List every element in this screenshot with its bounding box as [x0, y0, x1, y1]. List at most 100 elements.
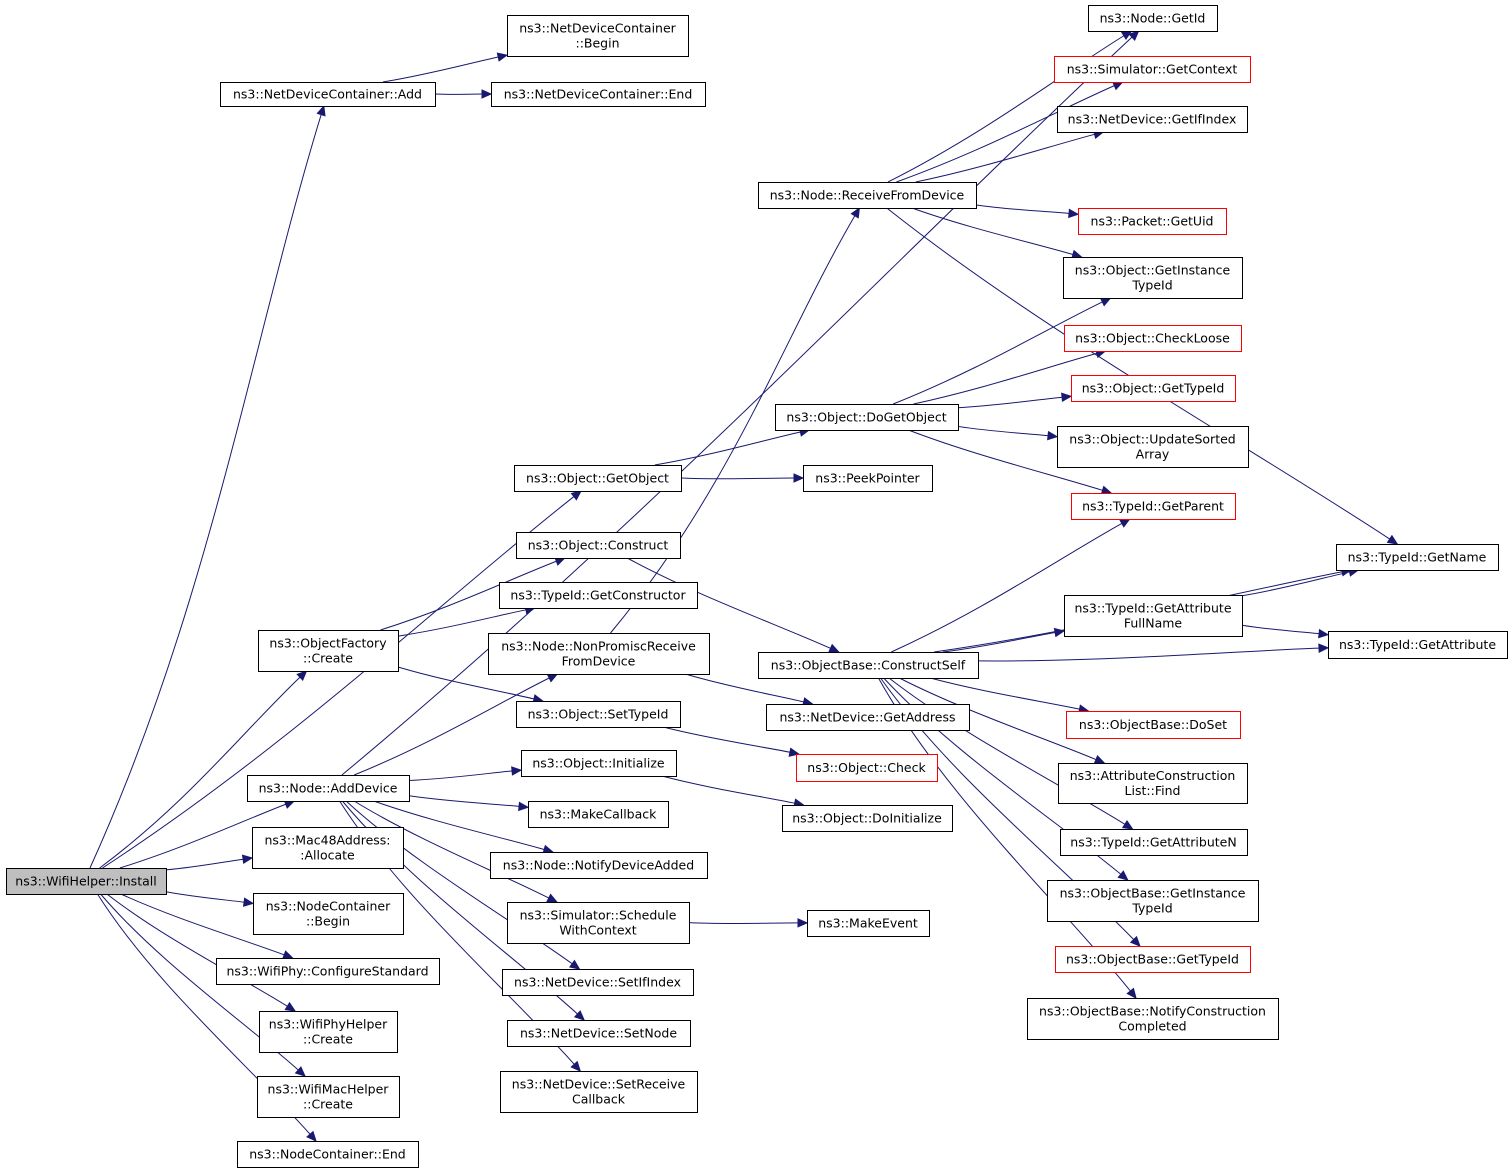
edge-obj_getobject-to-obj_dogetobject — [654, 431, 801, 466]
node-nd_getifindex[interactable]: ns3::NetDevice::GetIfIndex — [1057, 106, 1248, 133]
edge-objbase_constructself-to-tid_getattrfull — [942, 632, 1056, 653]
node-wifiphy_configstd[interactable]: ns3::WifiPhy::ConfigureStandard — [216, 958, 440, 985]
node-label-wifiphyhelper_create-1: ::Create — [303, 1032, 353, 1047]
node-makeevent[interactable]: ns3::MakeEvent — [807, 910, 930, 937]
node-box-obj_doinitialize — [782, 805, 953, 832]
node-obj_doinitialize[interactable]: ns3::Object::DoInitialize — [782, 805, 953, 832]
node-ndc_add[interactable]: ns3::NetDeviceContainer::Add — [220, 82, 436, 107]
node-wifimachelper_create[interactable]: ns3::WifiMacHelper::Create — [257, 1076, 400, 1118]
node-nd_setnode[interactable]: ns3::NetDevice::SetNode — [507, 1020, 691, 1047]
node-node_notifyadded[interactable]: ns3::Node::NotifyDeviceAdded — [490, 852, 708, 879]
node-nc_begin[interactable]: ns3::NodeContainer::Begin — [253, 893, 404, 935]
node-wifiphyhelper_create[interactable]: ns3::WifiPhyHelper::Create — [259, 1011, 398, 1053]
node-objfactory_create[interactable]: ns3::ObjectFactory::Create — [258, 630, 399, 672]
node-pkt_getuid[interactable]: ns3::Packet::GetUid — [1078, 208, 1227, 235]
edge-root-to-node_adddevice — [119, 803, 286, 869]
node-tid_getname[interactable]: ns3::TypeId::GetName — [1336, 544, 1499, 571]
node-sim_getcontext[interactable]: ns3::Simulator::GetContext — [1054, 56, 1251, 83]
node-obj_initialize[interactable]: ns3::Object::Initialize — [521, 750, 677, 777]
node-label-tid_getname-0: ns3::TypeId::GetName — [1348, 550, 1487, 565]
node-makecallback[interactable]: ns3::MakeCallback — [528, 801, 669, 828]
edge-tid_getattrfull-to-tid_getname — [1241, 571, 1350, 597]
arrowhead-objbase_constructself-to-tid_getattribute — [1318, 643, 1330, 653]
node-layer: ns3::WifiHelper::Install ns3::NetDeviceCo… — [6, 5, 1508, 1168]
node-obj_getobject[interactable]: ns3::Object::GetObject — [514, 465, 682, 492]
node-box-pkt_getuid — [1078, 208, 1227, 235]
node-box-node_notifyadded — [490, 852, 708, 879]
arrowhead-node_nonpromisc-to-node_recv — [850, 206, 861, 219]
node-label-tid_getattrfull-0: ns3::TypeId::GetAttribute — [1074, 601, 1231, 616]
arrowhead-node_adddevice-to-nd_setnode — [573, 1010, 586, 1021]
node-label-obj_settypeid-0: ns3::Object::SetTypeId — [528, 707, 669, 722]
node-node_adddevice[interactable]: ns3::Node::AddDevice — [247, 775, 410, 802]
node-obj_dogetobject[interactable]: ns3::Object::DoGetObject — [775, 404, 959, 431]
node-obj_checkloose[interactable]: ns3::Object::CheckLoose — [1064, 325, 1242, 352]
node-tid_getattribute[interactable]: ns3::TypeId::GetAttribute — [1328, 631, 1508, 659]
edge-layer — [89, 30, 1399, 1142]
node-box-obj_getobject — [514, 465, 682, 492]
node-label-mac48_allocate-1: :Allocate — [300, 848, 355, 863]
node-box-obj_checkloose — [1064, 325, 1242, 352]
edge-root-to-wifiphy_configstd — [120, 893, 285, 956]
node-tid_getattrn[interactable]: ns3::TypeId::GetAttributeN — [1060, 829, 1248, 856]
node-label-obj_getinsttid-1: TypeId — [1131, 278, 1172, 293]
node-objbase_gettypeid[interactable]: ns3::ObjectBase::GetTypeId — [1055, 946, 1251, 973]
node-box-obj_updatesorted — [1057, 426, 1249, 468]
node-label-nd_setifindex-0: ns3::NetDevice::SetIfIndex — [514, 975, 681, 990]
node-label-peekpointer-0: ns3::PeekPointer — [815, 471, 920, 486]
node-label-objbase_doset-0: ns3::ObjectBase::DoSet — [1079, 717, 1227, 732]
node-objbase_notifyconstr[interactable]: ns3::ObjectBase::NotifyConstructionCompl… — [1027, 998, 1279, 1040]
node-label-objbase_gettypeid-0: ns3::ObjectBase::GetTypeId — [1066, 952, 1239, 967]
node-label-objfactory_create-1: ::Create — [303, 651, 353, 666]
node-label-node_nonpromisc-1: FromDevice — [562, 654, 636, 669]
node-objbase_constructself[interactable]: ns3::ObjectBase::ConstructSelf — [758, 652, 979, 679]
edge-node_recv-to-sim_getcontext — [896, 85, 1115, 183]
node-ndc_begin[interactable]: ns3::NetDeviceContainer::Begin — [507, 15, 689, 57]
arrowhead-obj_getobject-to-peekpointer — [793, 473, 805, 483]
node-obj_settypeid[interactable]: ns3::Object::SetTypeId — [516, 701, 681, 728]
node-obj_gettypeid[interactable]: ns3::Object::GetTypeId — [1071, 375, 1236, 402]
node-box-peekpointer — [803, 465, 933, 492]
node-ndc_end[interactable]: ns3::NetDeviceContainer::End — [491, 82, 706, 107]
arrowhead-ndc_add-to-ndc_end — [481, 89, 493, 99]
node-node_recv[interactable]: ns3::Node::ReceiveFromDevice — [758, 182, 977, 209]
arrowhead-node_recv-to-tid_getname — [1386, 534, 1399, 545]
node-tid_getconstructor[interactable]: ns3::TypeId::GetConstructor — [499, 582, 698, 609]
node-box-nd_setrecvcb — [500, 1071, 698, 1113]
edge-root-to-ndc_add — [89, 114, 322, 869]
node-nd_getaddress[interactable]: ns3::NetDevice::GetAddress — [766, 704, 970, 731]
arrowhead-obj_dogetobject-to-obj_updatesorted — [1047, 430, 1059, 441]
node-label-node_adddevice-0: ns3::Node::AddDevice — [259, 781, 398, 796]
node-box-node_recv — [758, 182, 977, 209]
arrowhead-root-to-obj_getobject — [570, 490, 582, 501]
node-label-node_nonpromisc-0: ns3::Node::NonPromiscReceive — [501, 639, 696, 654]
node-obj_construct[interactable]: ns3::Object::Construct — [516, 532, 681, 559]
edge-node_adddevice-to-sim_schedwctx — [353, 800, 550, 899]
node-mac48_allocate[interactable]: ns3::Mac48Address::Allocate — [252, 827, 404, 869]
node-obj_check[interactable]: ns3::Object::Check — [796, 754, 938, 782]
arrowhead-node_adddevice-to-nd_setifindex — [568, 959, 581, 970]
arrowhead-obj_construct-to-objbase_constructself — [828, 643, 840, 653]
node-tid_getparent[interactable]: ns3::TypeId::GetParent — [1071, 493, 1236, 520]
arrowhead-node_adddevice-to-nd_setrecvcb — [570, 1060, 582, 1072]
node-label-obj_initialize-0: ns3::Object::Initialize — [532, 756, 665, 771]
node-peekpointer[interactable]: ns3::PeekPointer — [803, 465, 933, 492]
node-box-wifimachelper_create — [257, 1076, 400, 1118]
node-label-objfactory_create-0: ns3::ObjectFactory — [269, 636, 387, 651]
node-objbase_doset[interactable]: ns3::ObjectBase::DoSet — [1066, 711, 1241, 739]
node-node_getid[interactable]: ns3::Node::GetId — [1088, 5, 1218, 32]
edge-obj_dogetobject-to-obj_updatesorted — [957, 425, 1049, 437]
node-label-node_notifyadded-0: ns3::Node::NotifyDeviceAdded — [503, 858, 694, 873]
node-nd_setifindex[interactable]: ns3::NetDevice::SetIfIndex — [502, 969, 694, 996]
node-root[interactable]: ns3::WifiHelper::Install — [6, 868, 167, 895]
node-nc_end[interactable]: ns3::NodeContainer::End — [237, 1141, 419, 1168]
edge-objbase_constructself-to-tid_getattribute — [977, 647, 1320, 662]
